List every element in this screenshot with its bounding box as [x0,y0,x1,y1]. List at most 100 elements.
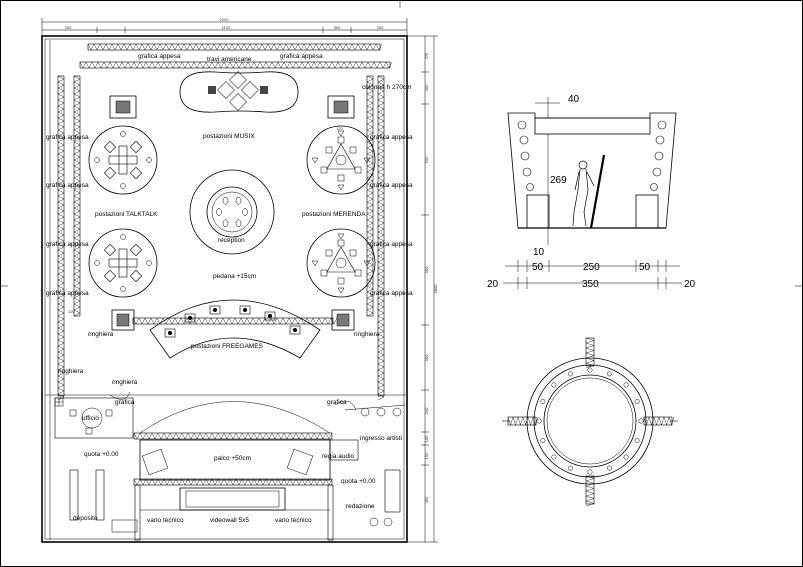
label-redazione: redazione [346,503,375,510]
label-grafica-appesa-r4: grafica appesa [370,290,413,297]
reception-platform [189,169,275,255]
dim-right-total: 2800 [433,284,438,294]
reception-desk [206,186,258,238]
dim-small-right: 120 [336,126,343,131]
section-top-truss [534,117,651,135]
circle-inner [543,374,637,468]
musix-platform [179,71,299,113]
label-videowall: videowall 5x5 [210,517,249,524]
label-colonna: colonna h 270cm [362,84,412,91]
label-quota-right: quota +0.00 [341,478,376,485]
merenda-platform-1 [306,125,376,195]
label-talktalk: postazioni TALKTALK [95,211,158,218]
label-pedana: pedana +15cm [213,273,256,280]
dim-top-4: 300 [377,25,384,30]
talktalk-platform-1 [88,125,158,195]
reception-seats [216,196,248,228]
section-pole [589,154,606,229]
dim-right-7: 100 [424,435,429,442]
colonna-right [327,95,355,119]
label-ringhiera-center: ringhiera [112,379,138,386]
truss-right [377,75,385,397]
label-grafica-appesa-tl: grafica appesa [138,53,181,60]
label-musix: postazioni MUSIX [203,133,255,140]
label-grafica-appesa-r2: grafica appesa [370,182,413,189]
inner-wall [44,38,405,540]
deposito-shelf [69,469,79,521]
section-dim-r2-c: 20 [684,279,696,290]
truss-freegames [132,317,334,325]
dim-right-2: 300 [424,84,429,91]
label-grafica-appesa-l2: grafica appesa [46,182,89,189]
label-ufficio: ufficio [82,415,99,422]
talktalk-chairs-2 [94,234,152,292]
merenda-chairs-1 [311,130,371,191]
truss-bracing [57,43,393,486]
label-grafica-appesa-tr: grafica appesa [280,53,323,60]
section-right-block [635,194,659,229]
human-figure-icon [572,160,595,227]
label-grafica-appesa-l3: grafica appesa [46,241,89,248]
dim-right-1: 375 [424,52,429,59]
merenda-platform-2 [306,228,376,298]
dim-top-1: 300 [65,25,72,30]
label-grafica-appesa-r3: grafica appesa [370,241,413,248]
label-grafica-right: grafica [327,399,347,406]
colonna-left [109,95,137,119]
circular-plan-view [502,337,678,507]
label-ringhiera-left: ringhiera [88,331,114,338]
circle-outer [526,357,654,485]
circle-truss-supports [502,337,678,507]
section-left-block [526,194,550,229]
merenda-chairs-2 [311,233,371,294]
dim-top-3: 300 [334,25,341,30]
colonna-bottom-left [111,309,135,331]
label-freegames: postazioni FREEGAMES [191,343,264,350]
section-dim-base: 10 [533,247,545,258]
section-dim-r1-b: 250 [583,262,600,273]
label-grafica-appesa-r1: grafica appesa [370,134,413,141]
dim-top-2: 1100 [222,25,231,30]
freegames-seats [164,305,301,338]
section-dim-height: 269 [550,175,567,186]
dim-right-9: 400 [424,496,429,503]
circle-ring [533,364,647,478]
stage-arc [139,401,331,434]
section-dim-r1-a: 50 [532,262,544,273]
section-left-holes [517,120,534,191]
label-vano-tecnico-left: vano tecnico [147,517,184,524]
label-reception: reception [218,237,245,244]
regia-audio-desk [329,439,359,461]
redazione-desk [384,469,401,513]
label-deposito: deposito [73,515,98,522]
section-dim-r2-a: 20 [487,279,499,290]
dim-right-3: 500 [424,156,429,163]
dim-right-6: 200 [424,407,429,414]
freegames-platform [149,299,321,359]
label-travi: travi americane [207,56,252,63]
musix-stations [208,71,268,111]
label-regia-audio: regia audio [322,453,355,460]
ufficio-room [54,397,134,439]
label-quota-left: quota +0.00 [84,451,119,458]
label-ringhiera-bottom-left: ringhiera [58,368,84,375]
talktalk-chairs-1 [94,131,152,189]
section-dim-top: 40 [568,94,580,105]
outer-wall [41,35,408,543]
videowall-frame [179,487,286,511]
dim-ticks-right [421,71,429,466]
section-outline [507,112,677,229]
truss-left-inner [73,75,81,317]
label-grafica-left: grafica [115,399,135,406]
truss-left [57,75,65,397]
floor-plan: 2000 300 1100 300 300 375 300 500 300 30… [41,17,438,543]
label-ingresso-artisti: ingresso artisti [360,435,402,442]
colonna-bottom-right [331,309,355,331]
talktalk-platform-2 [88,228,158,298]
section-right-holes [650,120,667,191]
label-merenda: postazioni MERENDA [302,211,366,218]
dim-top-total: 2000 [220,17,230,22]
label-grafica-appesa-l1: grafica appesa [46,134,89,141]
dim-right-4: 300 [424,266,429,273]
